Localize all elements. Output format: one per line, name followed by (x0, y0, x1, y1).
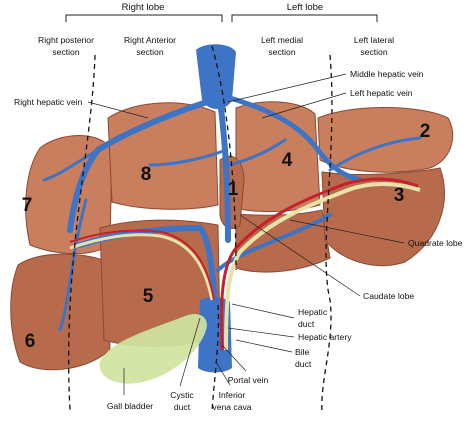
left-lateral-section-label-1: Left lateral (354, 35, 394, 45)
caudate-lobe-leader (239, 214, 361, 297)
right-posterior-section-label-2: section (52, 47, 79, 57)
gall-bladder-label: Gall bladder (107, 401, 153, 411)
right-hepatic-vein-leader (87, 101, 149, 119)
middle-hepatic-vein-branch (148, 148, 228, 167)
right-anterior-section-label-1: Right Anterior (124, 35, 176, 45)
caudate-lobe-label: Caudate lobe (363, 291, 414, 301)
hepatic-duct-label-2: duct (298, 319, 315, 329)
hepatic-veins (42, 44, 422, 373)
hepatic-duct-label-1: Hepatic (298, 307, 328, 317)
right-duct-path (69, 233, 214, 301)
inferior-vena-cava-lower (198, 297, 232, 373)
bile-duct-leader (235, 339, 293, 353)
segment-number-3: 3 (394, 185, 405, 206)
segment-6-region (10, 253, 111, 371)
left-hepatic-vein-branch (328, 136, 422, 172)
inferior-vena-cava-label-1: Inferior (219, 390, 246, 400)
right-posterior-section-label-1: Right posterior (38, 35, 94, 45)
main-portal-fissure-line-lower (211, 304, 220, 413)
hepatic-artery-path (219, 177, 419, 351)
portal-vein-leader (221, 344, 247, 372)
left-medial-section-label-2: section (268, 47, 295, 57)
middle-hepatic-vein-leader (227, 73, 347, 103)
left-hepatic-vein-leader (261, 92, 347, 119)
quadrate-lobe-label: Quadrate lobe (408, 238, 463, 248)
segment-number-1: 1 (228, 179, 239, 200)
inferior-vena-cava-label-2: vena cava (212, 402, 251, 412)
right-hepatic-vein-label: Right hepatic vein (14, 97, 83, 107)
left-lobe-label: Left lobe (287, 2, 323, 13)
left-hepatic-vein-path (227, 95, 363, 183)
cystic-duct-leader (179, 317, 201, 387)
portal-vein-label: Portal vein (228, 375, 269, 385)
bile-duct-label-1: Bile (295, 347, 310, 357)
umbilical-fissure-line (321, 54, 333, 413)
main-portal-fissure-line-upper (211, 45, 237, 271)
segment-3-region (321, 167, 445, 266)
hepatic-artery-label: Hepatic artery (298, 332, 352, 342)
segment-number-6: 6 (25, 331, 36, 352)
middle-hepatic-vein-path (217, 97, 231, 243)
segment-2-region (317, 107, 454, 173)
gall-bladder-shape (99, 313, 207, 384)
segment-number-7: 7 (22, 195, 33, 216)
cystic-duct-label-1: Cystic (170, 390, 194, 400)
right-hepatic-vein-lower-branch (58, 198, 88, 332)
segment-number-4: 4 (282, 150, 293, 171)
right-artery-path (69, 229, 215, 301)
leader-lines (87, 73, 405, 395)
arteries-and-ducts (69, 177, 421, 351)
left-lobe-bracket (231, 14, 378, 22)
hepatic-artery-leader (227, 327, 295, 338)
bile-duct-label-2: duct (295, 359, 312, 369)
bile-duct-path (224, 182, 421, 351)
right-lobe-bracket (65, 14, 223, 22)
right-portal-fissure-line (68, 54, 96, 411)
quadrate-lobe-leader (289, 219, 405, 244)
left-lateral-section-label-2: section (360, 47, 387, 57)
segment-number-2: 2 (420, 121, 431, 142)
middle-hepatic-vein-label: Middle hepatic vein (350, 69, 424, 79)
cystic-duct-label-2: duct (174, 402, 191, 412)
right-anterior-section-label-2: section (136, 47, 163, 57)
middle-hepatic-vein-branch-left (226, 138, 287, 167)
segment-number-8: 8 (141, 164, 152, 185)
left-medial-section-label-1: Left medial (261, 35, 303, 45)
hepatic-duct-leader (231, 303, 295, 319)
right-hepatic-vein-branch (42, 148, 100, 182)
segment-number-5: 5 (143, 286, 154, 307)
left-hepatic-vein-label: Left hepatic vein (350, 88, 413, 98)
right-lobe-label: Right lobe (122, 2, 165, 13)
inferior-vena-cava-leader (215, 361, 231, 386)
inferior-vena-cava-upper (196, 44, 236, 109)
